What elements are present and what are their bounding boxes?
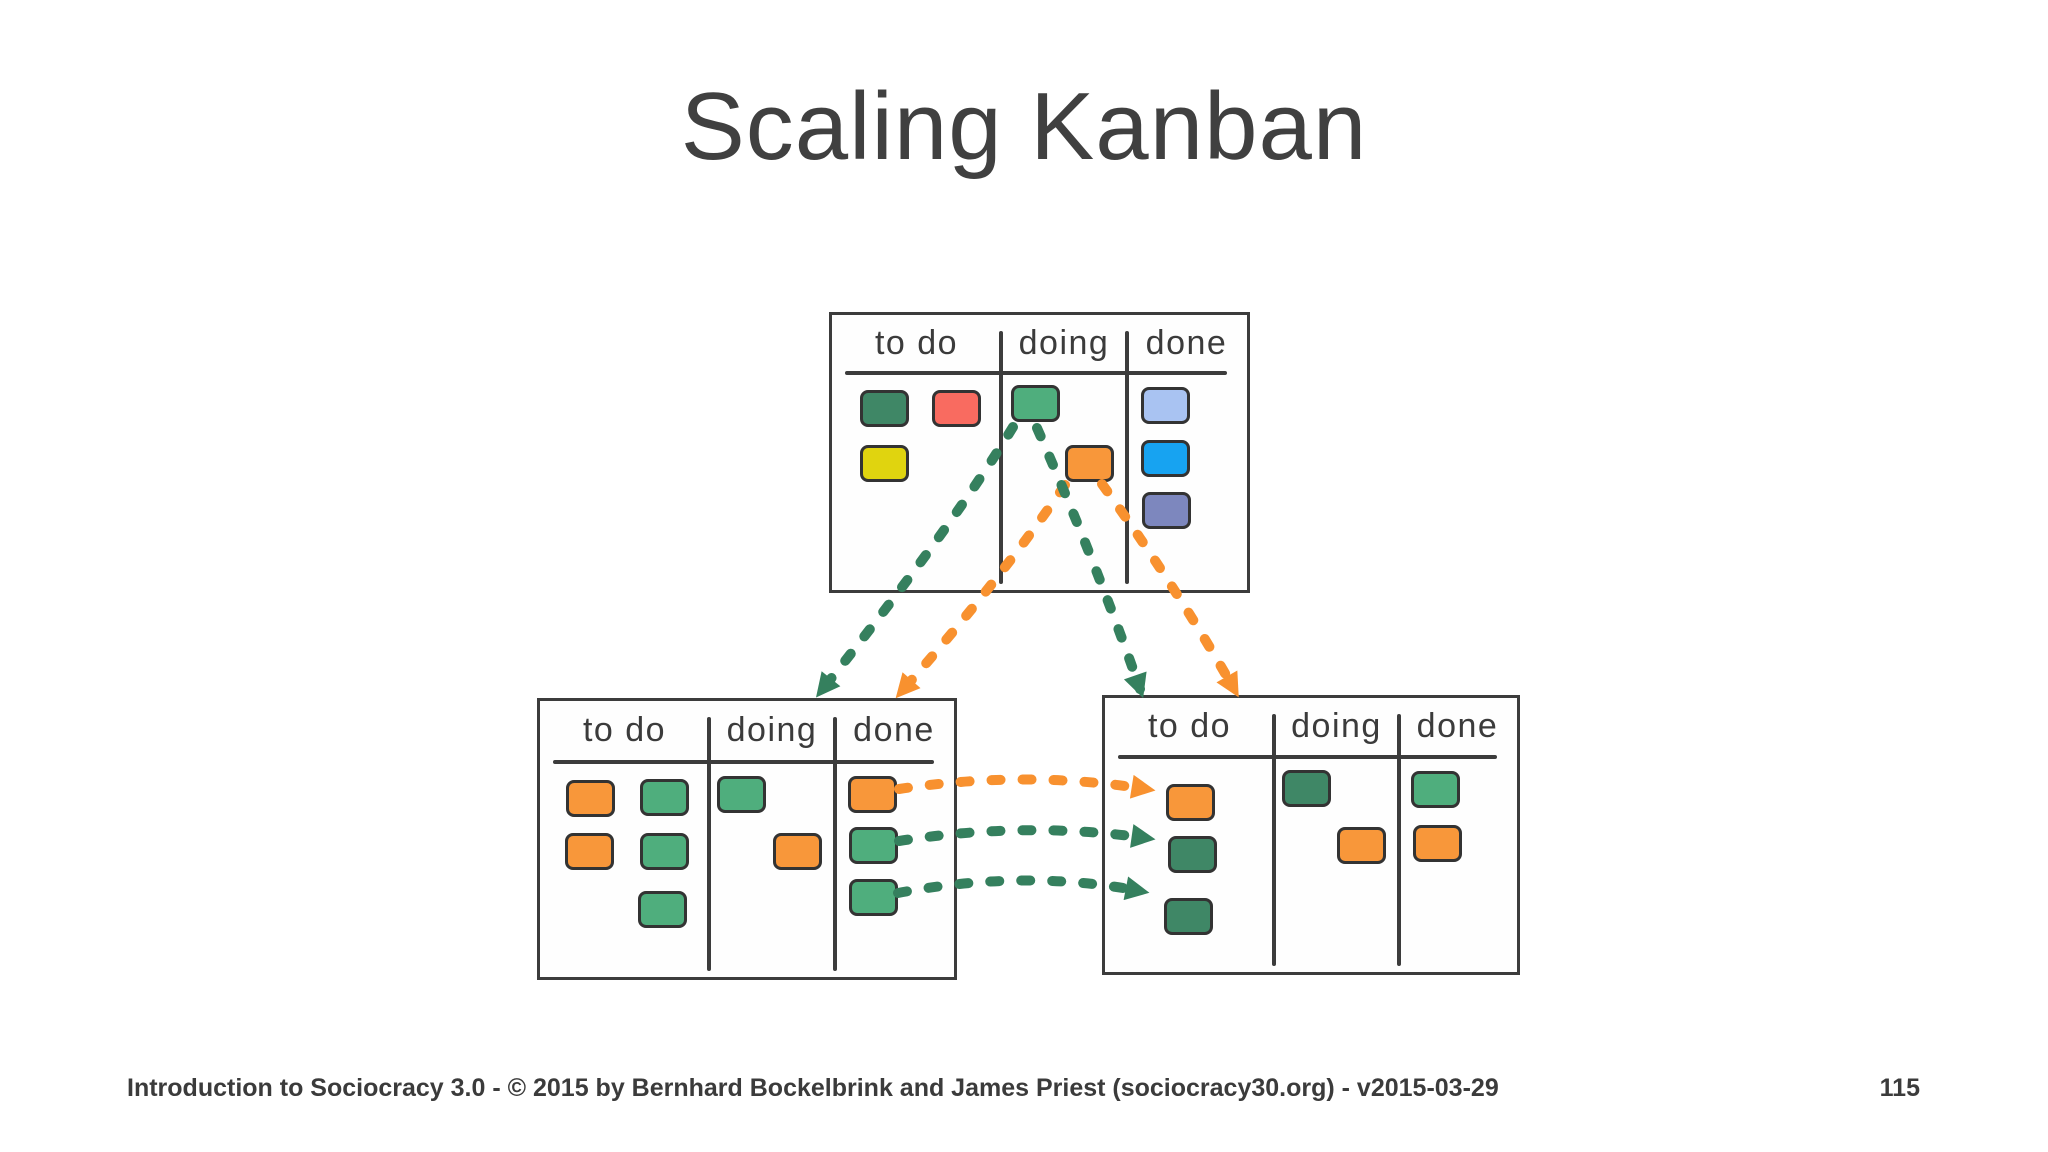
footer: Introduction to Sociocracy 3.0 - © 2015 …	[0, 1074, 2048, 1114]
slide-title: Scaling Kanban	[680, 73, 1368, 180]
kanban-card-green	[849, 827, 898, 864]
column-header-todo: to do	[1105, 698, 1274, 755]
column-header-done-label: done	[1145, 323, 1228, 362]
column-divider	[1397, 714, 1401, 966]
column-header-done-label: done	[1416, 707, 1499, 745]
kanban-card-green	[1411, 771, 1460, 808]
kanban-card-green_dark	[1164, 898, 1213, 935]
header-divider	[1118, 755, 1497, 759]
kanban-card-green	[717, 776, 766, 813]
column-header-todo: to do	[832, 315, 1001, 371]
kanban-board-bottom-right: to do doing done	[1102, 695, 1520, 975]
header-divider	[553, 760, 934, 764]
kanban-card-blue_slate	[1142, 492, 1191, 529]
column-header-todo-label: to do	[1147, 707, 1232, 745]
kanban-card-red	[932, 390, 981, 427]
column-header-done: done	[1399, 698, 1516, 755]
kanban-card-green	[1011, 385, 1060, 422]
column-header-doing: doing	[1001, 315, 1127, 371]
kanban-card-orange	[773, 833, 822, 870]
kanban-card-orange	[1413, 825, 1462, 862]
column-header-todo-label: to do	[582, 711, 667, 749]
kanban-card-orange	[1065, 445, 1114, 482]
kanban-card-green_dark	[1282, 770, 1331, 807]
column-header-done: done	[1127, 315, 1246, 371]
column-divider	[707, 717, 711, 971]
kanban-card-green	[640, 833, 689, 870]
kanban-card-blue_light	[1141, 387, 1190, 424]
column-header-doing-label: doing	[1291, 707, 1382, 745]
kanban-card-orange	[1337, 827, 1386, 864]
kanban-board-bottom-left: to do doing done	[537, 698, 957, 980]
kanban-card-green_dark	[860, 390, 909, 427]
column-header-doing: doing	[709, 701, 835, 760]
kanban-card-yellow	[860, 445, 909, 482]
kanban-card-green	[849, 879, 898, 916]
column-divider	[833, 717, 837, 971]
kanban-card-orange	[1166, 784, 1215, 821]
column-divider	[1125, 331, 1129, 584]
footer-credit: Introduction to Sociocracy 3.0 - © 2015 …	[127, 1074, 1499, 1102]
kanban-card-orange	[565, 833, 614, 870]
column-header-done-label: done	[853, 711, 935, 749]
column-header-todo-label: to do	[874, 323, 959, 362]
column-divider	[1272, 714, 1276, 966]
column-header-todo: to do	[540, 701, 709, 760]
kanban-board-top: to do doing done	[829, 312, 1250, 593]
header-divider	[845, 371, 1227, 375]
page-number: 115	[1879, 1074, 1920, 1102]
kanban-card-green_dark	[1168, 836, 1217, 873]
kanban-card-blue	[1141, 440, 1190, 477]
kanban-card-orange	[566, 780, 615, 817]
column-header-doing: doing	[1274, 698, 1399, 755]
column-divider	[999, 331, 1003, 584]
column-header-doing-label: doing	[1018, 323, 1110, 362]
column-header-done: done	[835, 701, 953, 760]
kanban-card-green	[640, 779, 689, 816]
column-header-doing-label: doing	[726, 711, 818, 749]
kanban-card-orange	[848, 776, 897, 813]
kanban-card-green	[638, 891, 687, 928]
